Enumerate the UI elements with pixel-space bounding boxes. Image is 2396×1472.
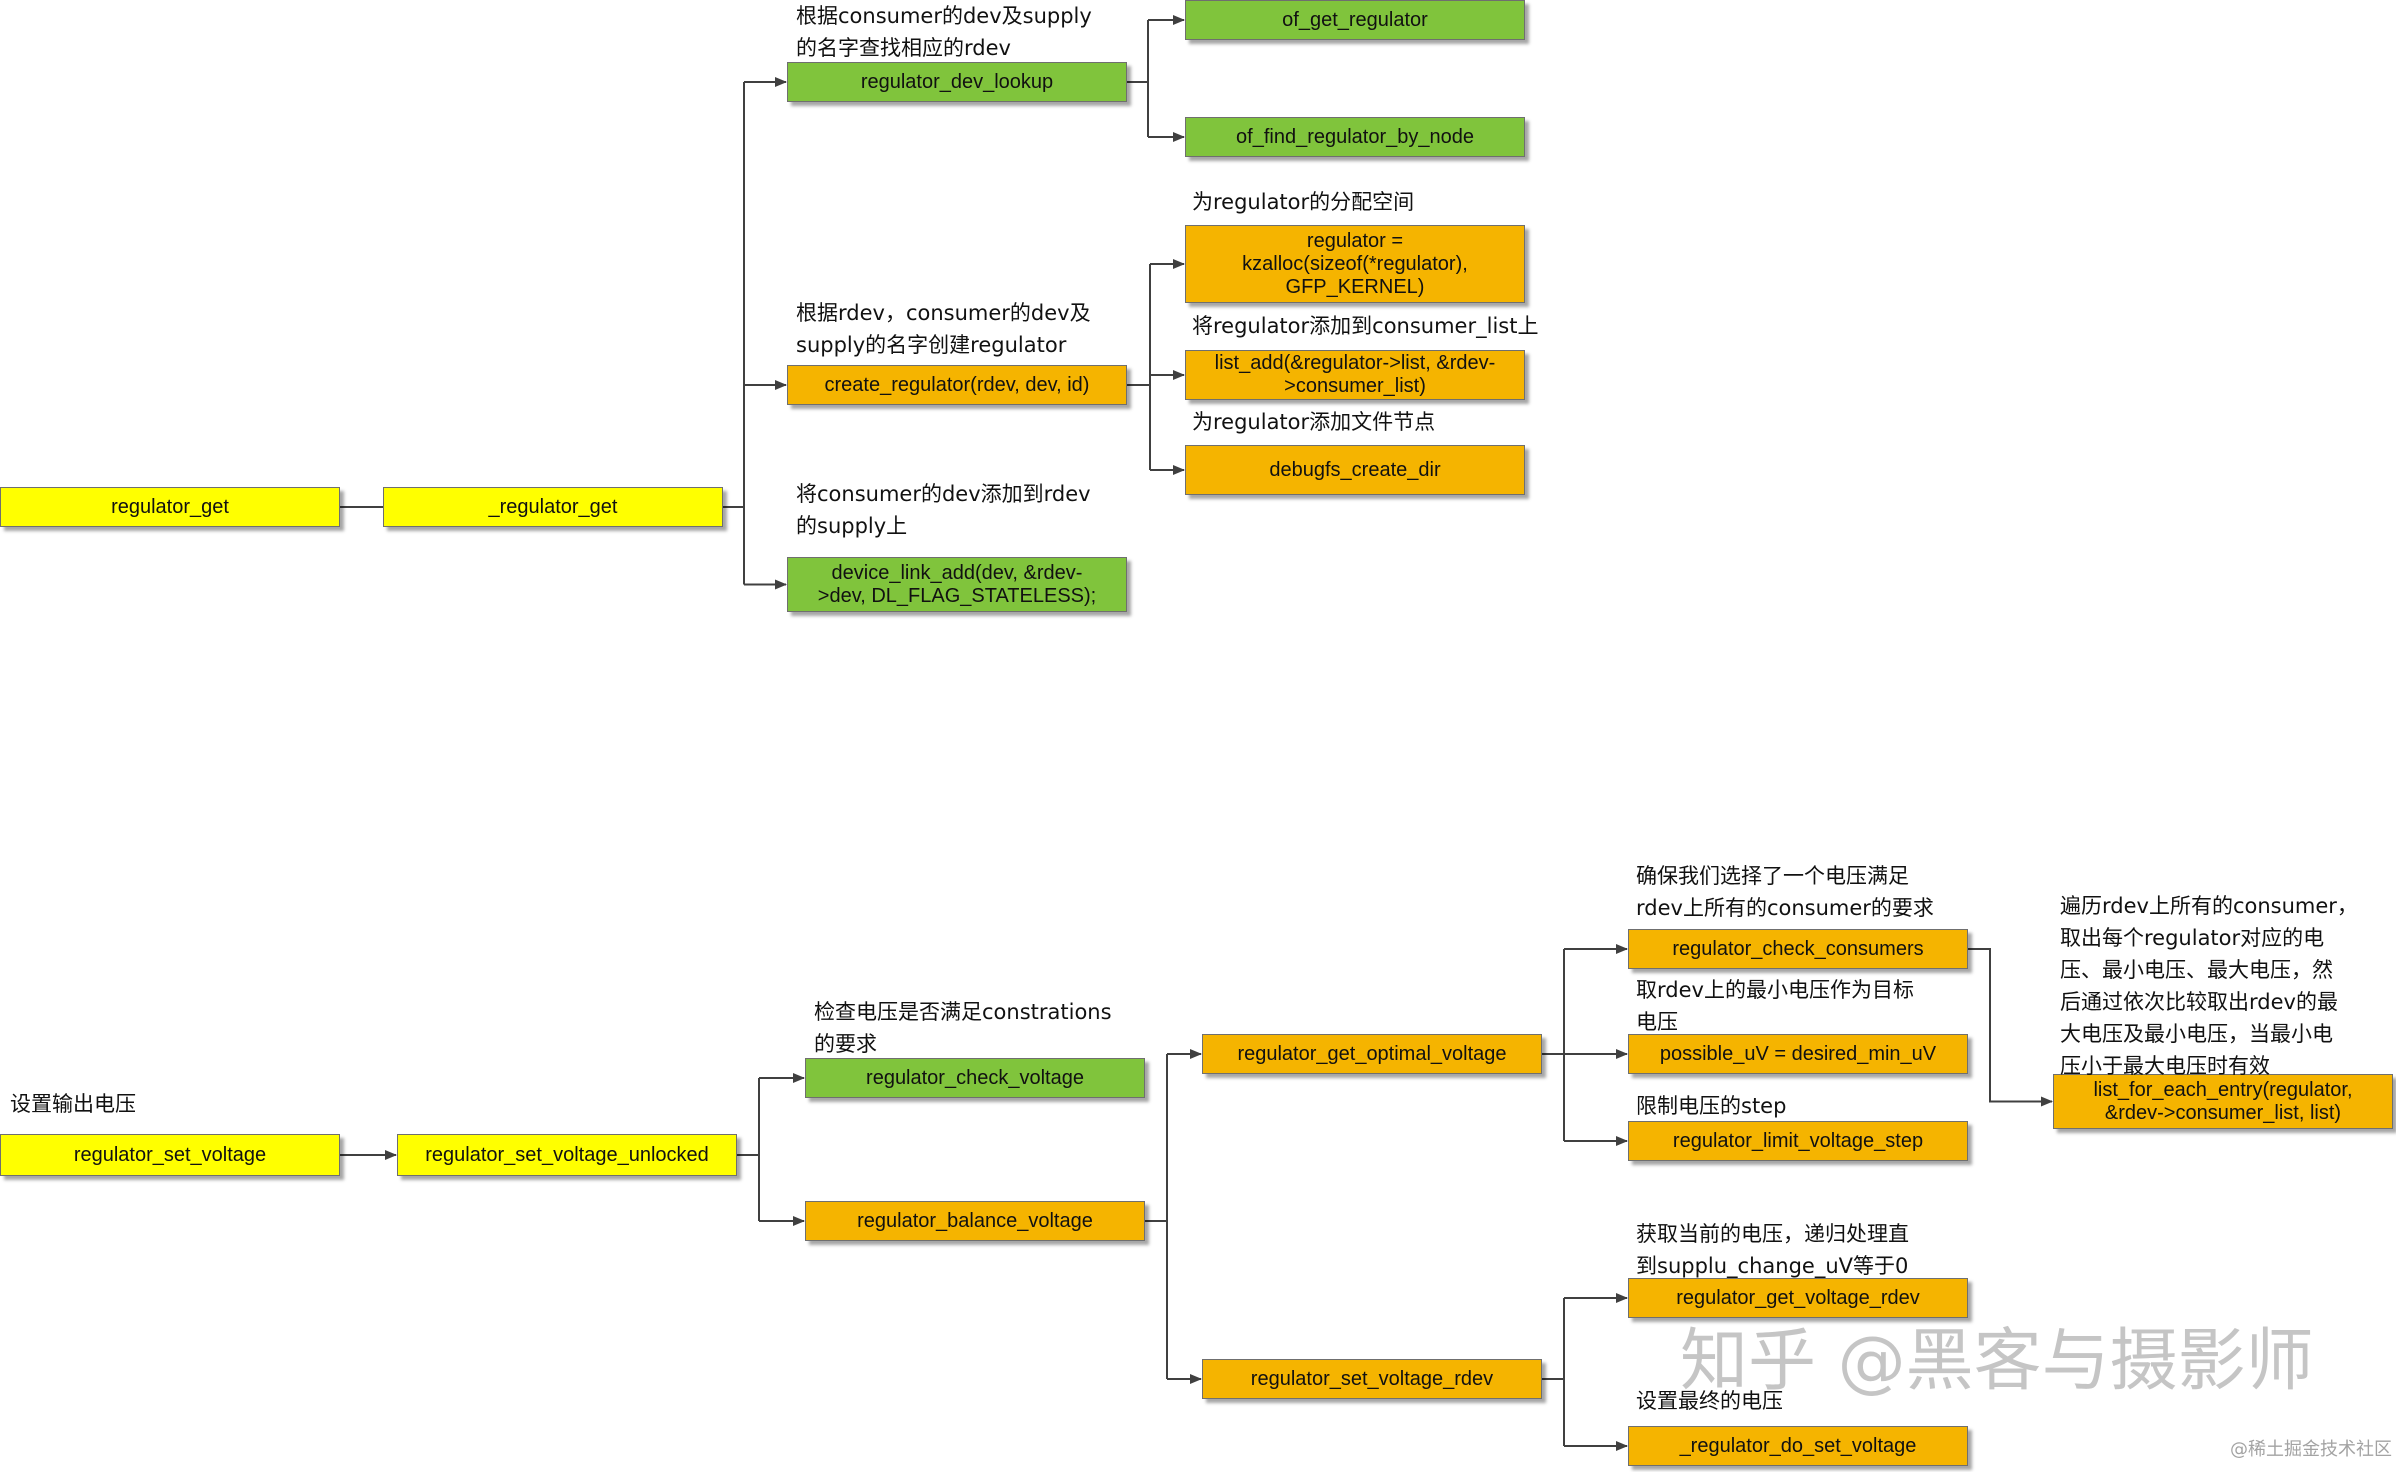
- note-get-voltage-rdev: 获取当前的电压，递归处理直 到supplu_change_uV等于0: [1636, 1222, 1909, 1278]
- node-regulator-get-voltage-rdev: regulator_get_voltage_rdev: [1628, 1278, 1968, 1318]
- node-regulator-set-voltage: regulator_set_voltage: [0, 1134, 340, 1176]
- node-regulator-get-optimal-voltage: regulator_get_optimal_voltage: [1202, 1034, 1542, 1074]
- note-kzalloc: 为regulator的分配空间: [1192, 190, 1415, 214]
- note-debugfs: 为regulator添加文件节点: [1192, 410, 1436, 434]
- node-regulator-get: regulator_get: [0, 487, 340, 527]
- node-regulator-check-consumers: regulator_check_consumers: [1628, 929, 1968, 969]
- node-underscore-regulator-do-set-voltage: _regulator_do_set_voltage: [1628, 1426, 1968, 1466]
- zhihu-watermark: 知乎 @黑客与摄影师: [1680, 1322, 2314, 1401]
- note-list-for-each: 遍历rdev上所有的consumer， 取出每个regulator对应的电 压、…: [2060, 894, 2358, 1078]
- node-regulator-set-voltage-unlocked: regulator_set_voltage_unlocked: [397, 1134, 737, 1176]
- node-regulator-dev-lookup: regulator_dev_lookup: [787, 62, 1127, 102]
- node-regulator-limit-voltage-step: regulator_limit_voltage_step: [1628, 1121, 1968, 1161]
- node-kzalloc: regulator = kzalloc(sizeof(*regulator), …: [1185, 225, 1525, 303]
- node-device-link-add: device_link_add(dev, &rdev- >dev, DL_FLA…: [787, 557, 1127, 612]
- note-check-voltage: 检查电压是否满足constrations 的要求: [814, 1000, 1112, 1056]
- note-device-link: 将consumer的dev添加到rdev 的supply上: [796, 482, 1091, 538]
- node-debugfs-create-dir: debugfs_create_dir: [1185, 445, 1525, 495]
- node-of-get-regulator: of_get_regulator: [1185, 0, 1525, 40]
- node-underscore-regulator-get: _regulator_get: [383, 487, 723, 527]
- note-set-voltage: 设置输出电压: [10, 1092, 136, 1116]
- node-regulator-balance-voltage: regulator_balance_voltage: [805, 1201, 1145, 1241]
- node-list-add: list_add(&regulator->list, &rdev- >consu…: [1185, 350, 1525, 400]
- note-possible-uv: 取rdev上的最小电压作为目标 电压: [1636, 978, 1914, 1034]
- node-of-find-regulator-by-node: of_find_regulator_by_node: [1185, 117, 1525, 157]
- note-check-consumers: 确保我们选择了一个电压满足 rdev上所有的consumer的要求: [1636, 864, 1934, 920]
- node-possible-uv: possible_uV = desired_min_uV: [1628, 1034, 1968, 1074]
- node-create-regulator: create_regulator(rdev, dev, id): [787, 365, 1127, 405]
- connector-29: [1968, 948, 2053, 1107]
- node-regulator-check-voltage: regulator_check_voltage: [805, 1058, 1145, 1098]
- node-list-for-each-entry: list_for_each_entry(regulator, &rdev->co…: [2053, 1074, 2393, 1129]
- node-regulator-set-voltage-rdev: regulator_set_voltage_rdev: [1202, 1359, 1542, 1399]
- note-do-set-voltage: 设置最终的电压: [1636, 1389, 1783, 1413]
- juejin-watermark: @稀土掘金技术社区: [2230, 1439, 2392, 1460]
- note-dev-lookup: 根据consumer的dev及supply 的名字查找相应的rdev: [796, 4, 1092, 60]
- note-limit-step: 限制电压的step: [1636, 1094, 1787, 1118]
- note-list-add: 将regulator添加到consumer_list上: [1192, 314, 1539, 338]
- note-create-regulator: 根据rdev，consumer的dev及 supply的名字创建regulato…: [796, 301, 1091, 357]
